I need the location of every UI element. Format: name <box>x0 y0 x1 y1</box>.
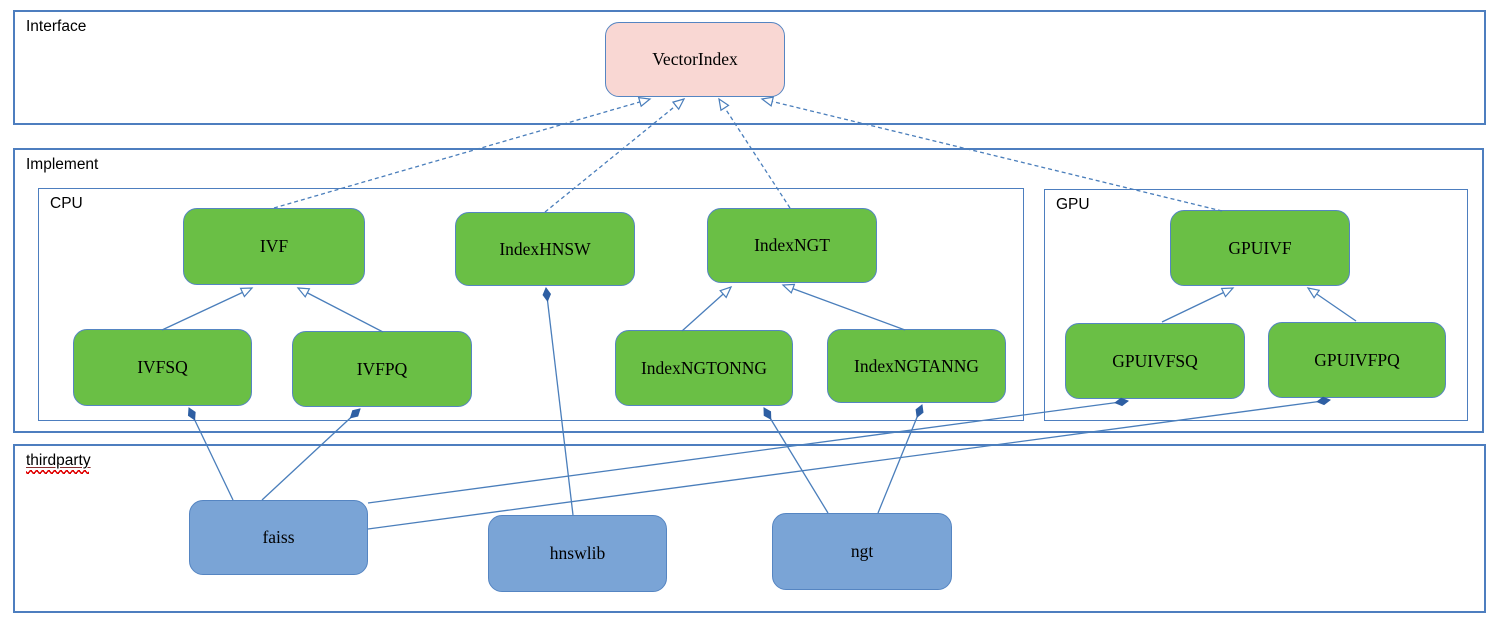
node-ivfsq[interactable]: IVFSQ <box>73 329 252 406</box>
node-indexngtonng-label: IndexNGTONNG <box>640 357 768 378</box>
node-ngt[interactable]: ngt <box>772 513 952 590</box>
section-cpu-label: CPU <box>50 195 83 212</box>
node-ngt-label: ngt <box>850 541 874 561</box>
node-indexngtonng[interactable]: IndexNGTONNG <box>615 330 793 406</box>
node-vectorindex-label: VectorIndex <box>652 49 738 69</box>
node-faiss-label: faiss <box>262 527 295 547</box>
node-gpuivfpq-label: GPUIVFPQ <box>1314 349 1400 370</box>
node-ivfpq[interactable]: IVFPQ <box>292 331 472 407</box>
node-ivf-label: IVF <box>259 236 289 256</box>
node-vectorindex[interactable]: VectorIndex <box>605 22 785 97</box>
section-interface-label: Interface <box>26 18 87 35</box>
node-hnswlib-label: hnswlib <box>549 543 606 563</box>
node-gpuivfsq[interactable]: GPUIVFSQ <box>1065 323 1245 399</box>
node-ivfpq-label: IVFPQ <box>356 358 408 379</box>
node-gpuivfsq-label: GPUIVFSQ <box>1112 350 1198 371</box>
section-thirdparty-label: thirdparty <box>26 452 91 474</box>
node-ivfsq-label: IVFSQ <box>137 357 188 377</box>
node-gpuivf[interactable]: GPUIVF <box>1170 210 1350 286</box>
node-indexhnsw-label: IndexHNSW <box>499 238 591 259</box>
node-gpuivf-label: GPUIVF <box>1228 237 1292 258</box>
node-indexngt-label: IndexNGT <box>754 235 830 255</box>
node-indexngt[interactable]: IndexNGT <box>707 208 877 283</box>
section-implement-label: Implement <box>26 156 99 173</box>
node-indexhnsw[interactable]: IndexHNSW <box>455 212 635 286</box>
node-faiss[interactable]: faiss <box>189 500 368 575</box>
node-indexngtanng[interactable]: IndexNGTANNG <box>827 329 1006 403</box>
section-gpu-label: GPU <box>1056 196 1090 213</box>
node-gpuivfpq[interactable]: GPUIVFPQ <box>1268 322 1446 398</box>
node-hnswlib[interactable]: hnswlib <box>488 515 667 592</box>
node-indexngtanng-label: IndexNGTANNG <box>854 355 979 376</box>
node-ivf[interactable]: IVF <box>183 208 365 285</box>
thirdparty-misspelled-text: thirdparty <box>26 452 91 474</box>
